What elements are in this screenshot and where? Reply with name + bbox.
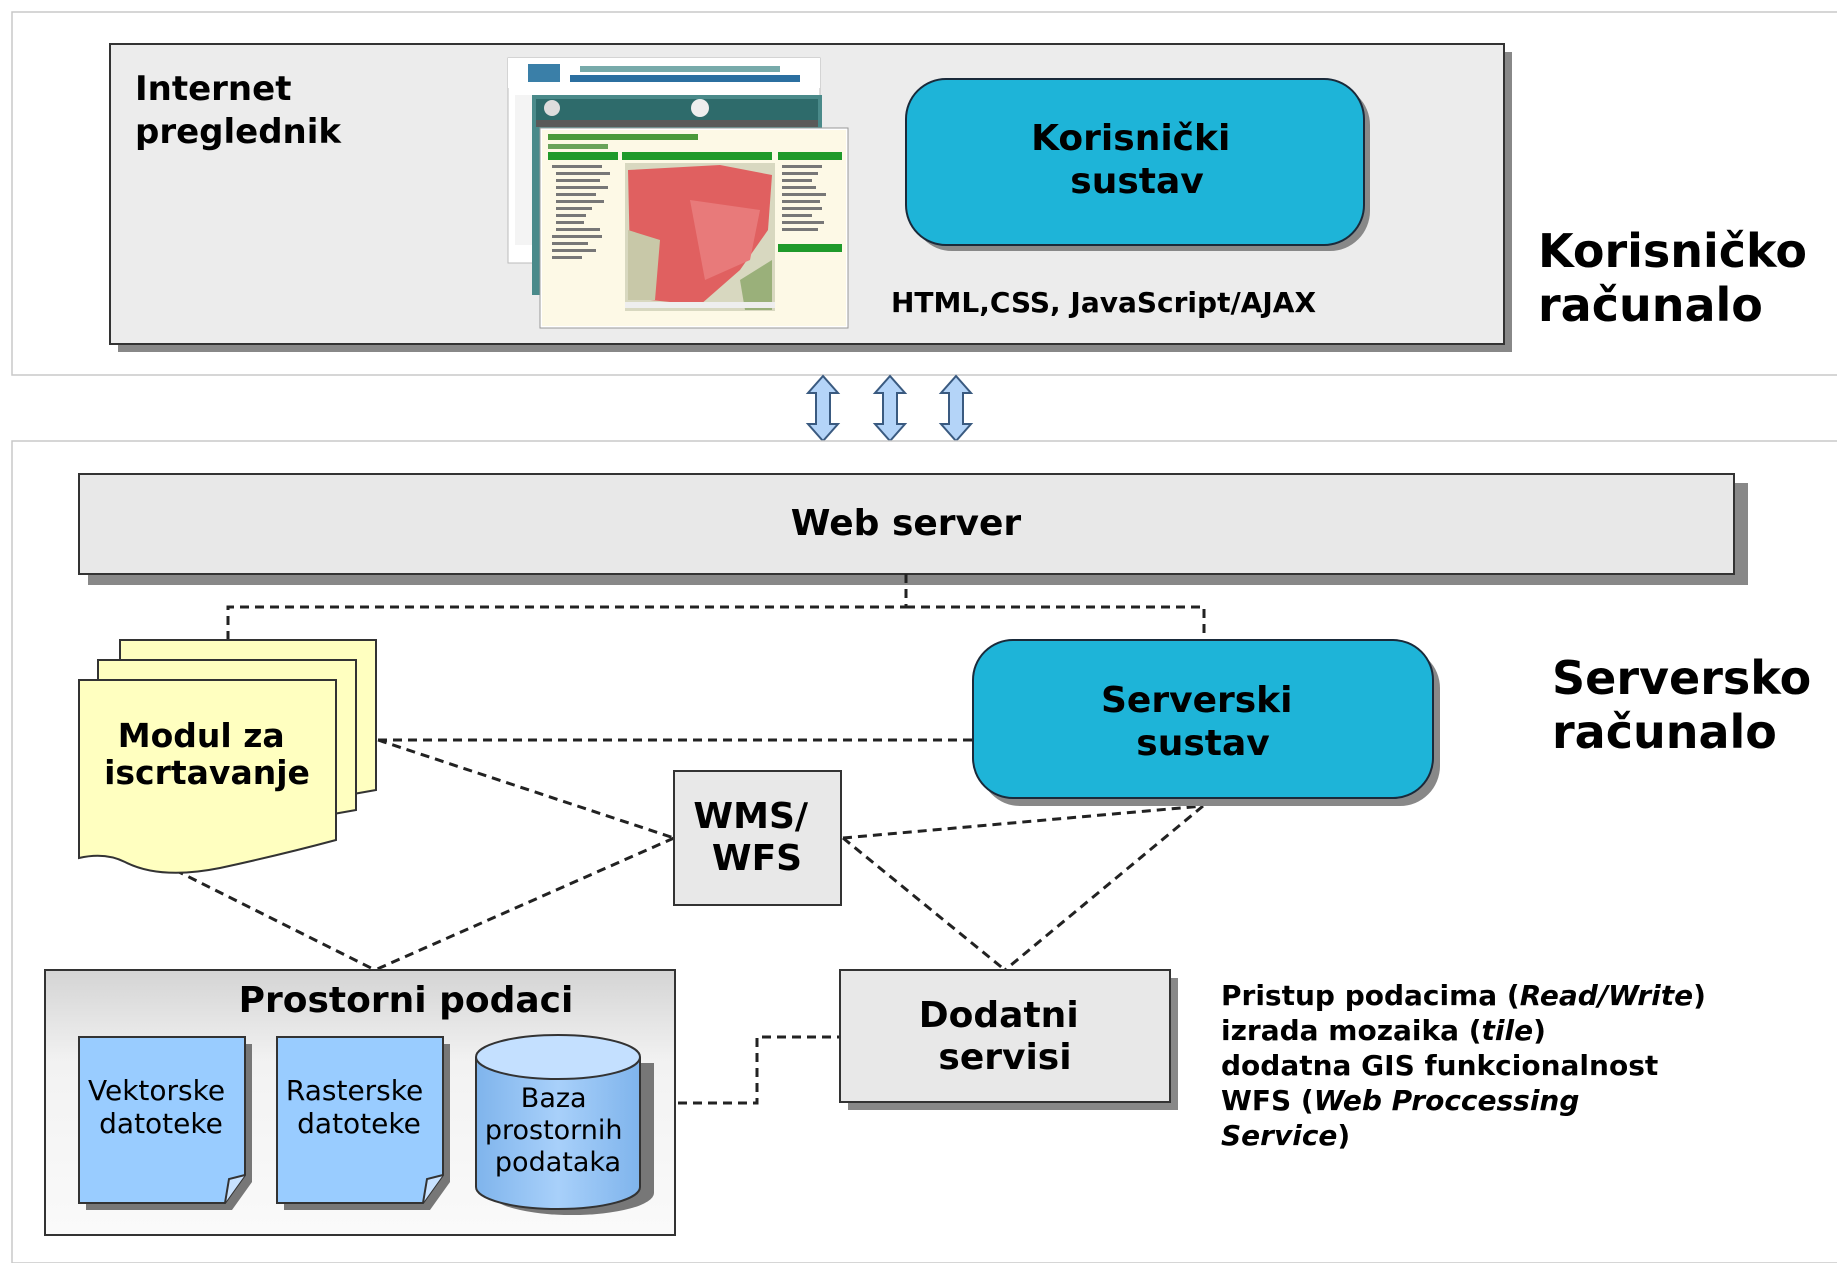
vector-files-label: Vektorske datoteke [88,1074,234,1140]
svg-text:izrada mozaika (tile): izrada mozaika (tile) [1221,1014,1546,1047]
client-system-label: Korisnički sustav [1031,118,1243,202]
tech-stack-label: HTML,CSS, JavaScript/AJAX [891,286,1316,319]
spatial-database-label: Baza prostornih podataka [485,1083,631,1178]
wms-label: WMS/ WFS [693,796,820,879]
server-computer-label: Serversko računalo [1552,651,1827,759]
spatial-database-cylinder [475,1034,654,1215]
double-arrow-icon [938,374,974,443]
wms-box [673,770,842,906]
browser-screenshots-image [507,57,849,329]
server-system-box [972,639,1434,799]
connector-lines [174,574,1206,1105]
svg-text:Pristup podacima (Read/Write): Pristup podacima (Read/Write) [1221,979,1706,1012]
svg-text:Service): Service) [1221,1119,1350,1152]
double-arrow-icon [872,374,908,443]
extra-services-notes: Pristup podacima (Read/Write) izrada moz… [1221,979,1706,1152]
client-system-box [905,78,1365,246]
raster-files-label: Rasterske datoteke [286,1074,432,1140]
double-arrow-icon [805,374,841,443]
extra-services-label: Dodatni servisi [919,995,1091,1078]
client-computer-label: Korisničko računalo [1538,224,1823,332]
render-module-label: Modul za iscrtavanje [104,716,310,792]
extra-services-box [839,969,1171,1103]
browser-label: Internet preglednik [135,69,342,152]
spatial-data-title: Prostorni podaci [239,980,574,1021]
render-module-stack [78,639,377,874]
web-server-label: Web server [791,503,1022,544]
svg-text:dodatna GIS funkcionalnost: dodatna GIS funkcionalnost [1221,1049,1658,1082]
svg-text:WFS (Web Proccessing: WFS (Web Proccessing [1221,1084,1579,1117]
server-system-label: Serverski sustav [1101,680,1305,764]
